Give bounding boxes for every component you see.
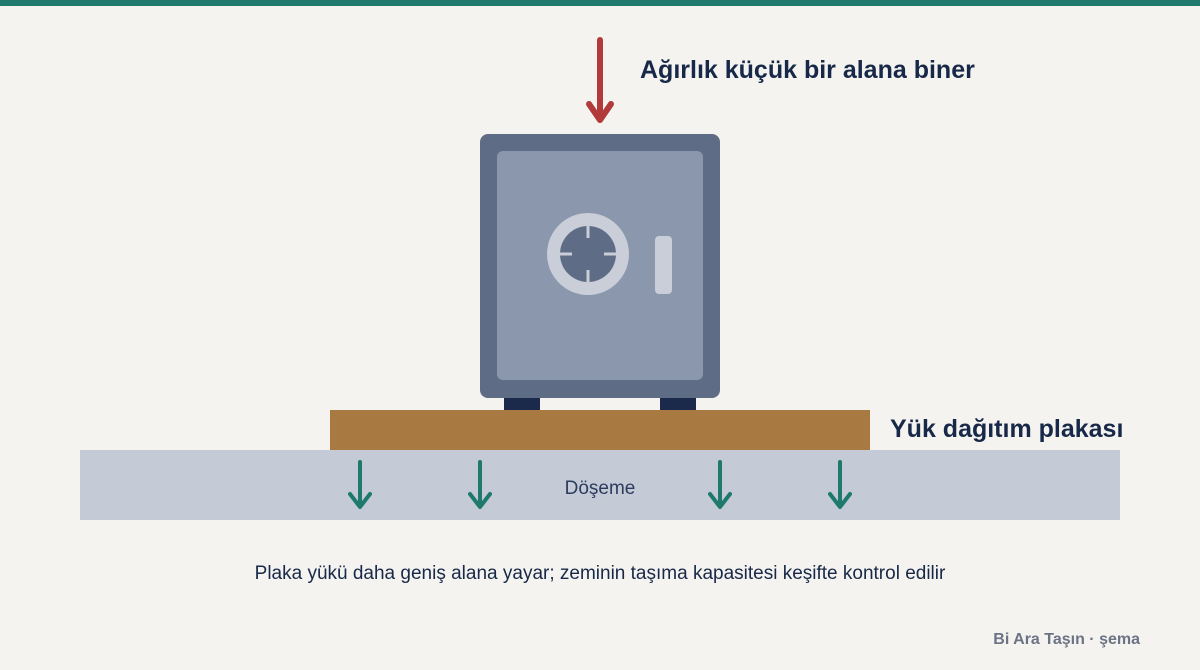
- dial-icon: [547, 213, 629, 295]
- load-arrow-icon: [586, 37, 614, 123]
- safe-foot-right: [660, 396, 696, 410]
- top-accent-bar: [0, 0, 1200, 6]
- handle-icon: [655, 236, 672, 294]
- load-distribution-plate: [330, 410, 870, 450]
- distributed-arrow-icon: [348, 460, 372, 509]
- floor-label: Döşeme: [564, 478, 636, 499]
- credit-text: Bi Ara Taşın · şema: [993, 631, 1140, 648]
- weight-point-label: Ağırlık küçük bir alana biner: [640, 56, 975, 84]
- distributed-arrow-icon: [828, 460, 852, 509]
- safe-icon: [480, 134, 720, 398]
- safe-foot-left: [504, 396, 540, 410]
- distributed-arrow-icon: [468, 460, 492, 509]
- diagram-caption: Plaka yükü daha geniş alana yayar; zemin…: [254, 563, 946, 584]
- distributed-arrow-icon: [708, 460, 732, 509]
- plate-label: Yük dağıtım plakası: [890, 415, 1124, 443]
- floor-slab: [80, 450, 1120, 520]
